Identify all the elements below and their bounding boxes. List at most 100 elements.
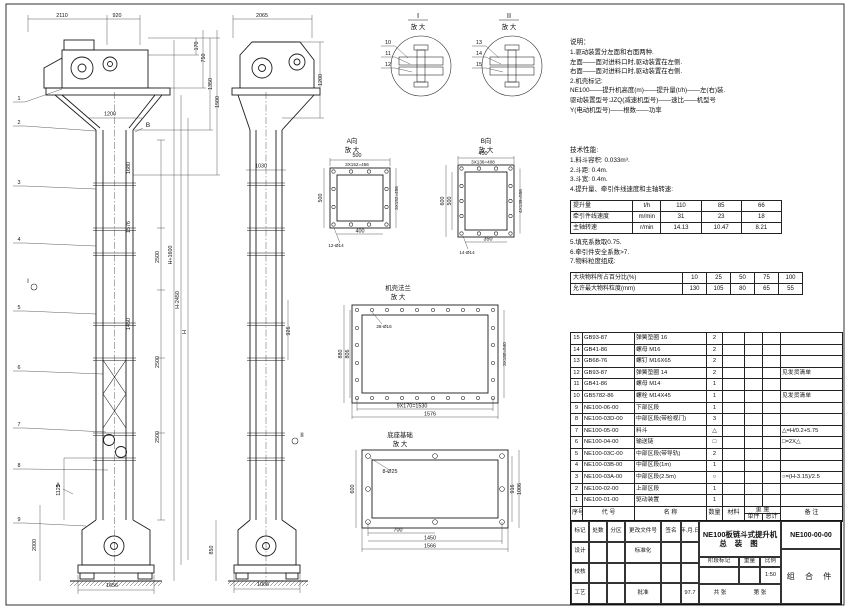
sig-cell: 工艺 (571, 583, 589, 604)
stage-weight-scale-labels: 阶段标记 重量 比例 (699, 557, 781, 567)
bom-weight-total (762, 355, 781, 368)
balloon-label: 6 (18, 365, 21, 371)
gran-value: 65 (754, 283, 779, 295)
parts-list: 15 GB93-87 弹簧垫圈 16 2 14 GB41-86 螺母 M16 2 (570, 332, 843, 522)
dim-text: 1350 (208, 78, 214, 90)
bom-name: 料斗 (634, 424, 707, 438)
side-view: 2065 1200 1030 926 850 1006 II (209, 13, 324, 593)
bom-qty: 2 (706, 343, 723, 357)
detail-sublabel: 放 大 (391, 292, 406, 301)
bom-no: 14 (570, 343, 583, 357)
dim-text: 1030 (255, 164, 267, 170)
sig-cell: 标准化 (625, 541, 661, 563)
bom-row: 14 GB41-86 螺母 M16 2 (570, 343, 843, 357)
balloon-label: 9 (18, 517, 21, 523)
gran-value: 105 (706, 283, 731, 295)
detail-sublabel: 放 大 (502, 22, 517, 31)
bom-code: NE100-03D-00 (582, 413, 635, 426)
bom-weight-each (744, 343, 763, 357)
bom-qty: 2 (706, 332, 723, 345)
bom-weight-total (762, 436, 781, 449)
balloon-label: 10 (385, 40, 391, 46)
performance-row: 提升量 t/h 110 85 66 (569, 200, 783, 212)
bom-row: 9 NE100-06-00 下部区段 1 (570, 401, 843, 415)
bom-material (722, 424, 745, 438)
dim-text: 1450 (424, 536, 436, 542)
dim-text: 3X152=456 (394, 186, 399, 210)
sig-cell (607, 562, 625, 584)
sig-cell (681, 562, 699, 584)
ground-hatch (228, 581, 308, 586)
perf-value: 31 (660, 211, 702, 223)
balloon-label: 8 (18, 463, 21, 469)
bom-header-weight-each: 单件 (746, 514, 763, 521)
detail-label: B向 (481, 136, 492, 145)
bom-name: 中部区段(2.5m) (634, 471, 707, 484)
notes-title: 说明： (570, 39, 590, 46)
product-name: NE100板链斗式提升机 (702, 529, 778, 539)
dim-text: 916 (510, 485, 516, 494)
bom-no: 3 (570, 471, 583, 484)
detail-mark-ii: II (300, 432, 304, 439)
dim-text: 880 (338, 350, 344, 359)
bom-name: 弹簧垫圈 14 (634, 366, 707, 380)
balloon-label: 11 (385, 51, 391, 57)
bom-remark (780, 447, 843, 461)
sheet-number: 第 张 (753, 590, 767, 597)
bom-row: 3 NE100-03A-00 中部区段(2.5m) ○ ○=(H-3.15)/2… (570, 471, 843, 484)
tech-title: 技术性能: (570, 147, 599, 154)
bom-code: NE100-06-00 (582, 401, 635, 415)
dim-text: 500 (318, 194, 324, 203)
bom-remark (780, 343, 843, 357)
bom-row: 10 GB5782-86 螺栓 M14X45 1 见发货清单 (570, 389, 843, 403)
bom-remark: 见发货清单 (780, 389, 843, 403)
weight-value (739, 567, 760, 584)
bom-code: NE100-01-00 (582, 494, 635, 507)
dim-text: 500 (353, 153, 362, 159)
dim-text: 2110 (56, 13, 68, 19)
dim-text: 12-Ø14 (328, 243, 344, 248)
bom-remark: △=H/0.2+5.75 (780, 424, 843, 438)
perf-value: 14.13 (660, 222, 702, 234)
dim-text: 170 (194, 42, 200, 51)
title-block-signatures: 标记 处数 分区 更改文件号 签名 年.月.日 设计 标准化 校核 (571, 521, 699, 604)
bom-remark (780, 482, 843, 496)
sheet-total: 共 张 (713, 590, 727, 597)
note-line: 2.机壳标记: (570, 77, 603, 85)
detail-i: I 放 大 10 11 12 (381, 11, 452, 97)
dim-text: H (182, 330, 188, 334)
dim-text: 28-Ø16 (376, 324, 392, 329)
perf-value: 18 (740, 211, 783, 223)
bom-code: GB68-76 (582, 355, 635, 368)
bom-weight-each (744, 366, 763, 380)
gran-value: 25 (706, 272, 731, 284)
bom-weight-each (744, 413, 763, 426)
weight-label: 重量 (739, 557, 760, 567)
dim-text: 1500 (215, 96, 221, 108)
bom-remark (780, 401, 843, 415)
notes-lines: 1.驱动装置分左面和右面两种. 左面——面对进料口时,驱动装置在左侧. 右面——… (570, 48, 834, 115)
balloon-label: 15 (476, 62, 482, 68)
bom-weight-total (762, 366, 781, 380)
dim-text: 3X136=408 (471, 160, 495, 165)
drawing-number: NE100-00-00 (781, 521, 841, 549)
bom-weight-total (762, 471, 781, 484)
gran-label: 大块物料所占百分比(%) (570, 272, 683, 284)
sig-cell (607, 541, 625, 563)
bom-no: 4 (570, 459, 583, 473)
sig-cell (661, 583, 681, 604)
title-block-right: NE100-00-00 组 合 件 (781, 521, 841, 604)
sig-cell: 批准 (625, 583, 661, 604)
sig-cell (661, 541, 681, 563)
signature-row: 工艺 批准 97.7 (571, 583, 699, 604)
bom-weight-each (744, 332, 763, 345)
bom-name: 中部区段(带导轨) (634, 447, 707, 461)
bom-name: 螺栓 M14X45 (634, 389, 707, 403)
detail-label: I (417, 11, 419, 20)
bom-weight-each (744, 471, 763, 484)
dim-text: H-2450 (175, 291, 181, 309)
bom-material (722, 355, 745, 368)
detail-label: 底座基础 (387, 430, 413, 439)
dim-text: 600 (350, 485, 356, 494)
